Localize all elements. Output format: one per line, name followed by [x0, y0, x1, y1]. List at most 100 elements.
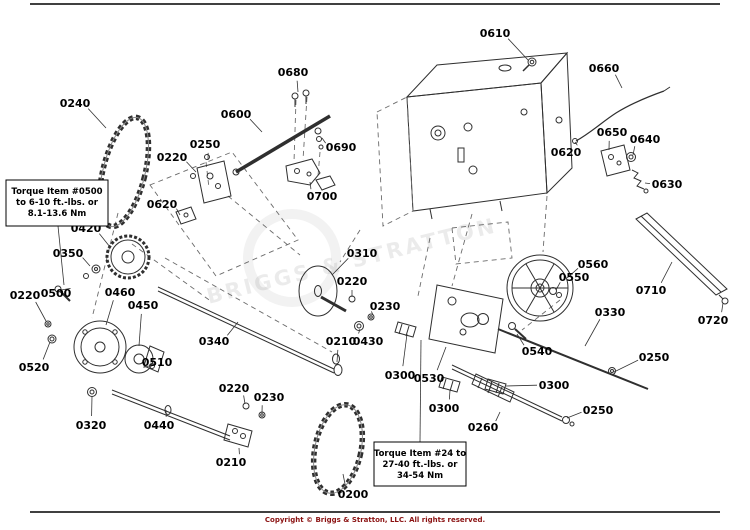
part-label: 0220 [219, 382, 250, 395]
leader-line [516, 333, 525, 346]
part-label: 0250 [190, 138, 221, 151]
part-label: 0230 [370, 300, 401, 313]
leader-line [227, 321, 239, 336]
part-label: 0330 [595, 306, 626, 319]
part-label: 0500 [41, 287, 72, 300]
hex-shaft [157, 286, 343, 376]
leader-line [249, 118, 263, 133]
part-label: 0220 [337, 275, 368, 288]
part-label: 0650 [597, 126, 628, 139]
leader-line [448, 389, 451, 400]
leader-line [309, 181, 312, 190]
torque-note-box [373, 441, 467, 487]
leader-line [82, 257, 91, 267]
leader-line [555, 282, 561, 291]
leader-line [336, 349, 339, 363]
leader-line [176, 208, 181, 216]
part-label: 0640 [630, 133, 661, 146]
part-label: 0550 [559, 271, 590, 284]
leader-line [321, 137, 326, 144]
drive-chain-lower [310, 401, 366, 497]
leader-line [574, 141, 578, 146]
part-label: 0520 [19, 361, 50, 374]
part-label: 0230 [254, 391, 285, 404]
leader-line [566, 267, 579, 279]
leader-line [584, 319, 601, 347]
leader-line [143, 364, 154, 368]
part-label: 0200 [338, 488, 369, 501]
part-label: 0530 [414, 372, 445, 385]
leader-line [87, 108, 107, 129]
part-label: 0430 [353, 335, 384, 348]
part-label: 0310 [347, 247, 378, 260]
leader-line [42, 341, 51, 360]
leader-line [566, 411, 582, 419]
part-label: 0220 [10, 289, 41, 302]
torque-note-box [5, 179, 109, 227]
part-label: 0620 [551, 146, 582, 159]
leader-line [660, 261, 673, 283]
part-label: 0710 [636, 284, 667, 297]
leader-line [507, 38, 529, 61]
leader-line [138, 313, 142, 347]
part-label: 0450 [128, 299, 159, 312]
part-label: 0320 [76, 419, 107, 432]
part-label: 0350 [53, 247, 84, 260]
part-label: 0690 [326, 141, 357, 154]
leader-line [243, 395, 246, 405]
gear-case-housing [405, 51, 573, 220]
part-label: 0720 [698, 314, 729, 327]
drive-chain-upper [96, 114, 152, 230]
part-label: 0240 [60, 97, 91, 110]
sprocket-assembly [44, 234, 151, 344]
part-label: 0340 [199, 335, 230, 348]
leader-line [57, 225, 65, 286]
leader-line [419, 339, 422, 443]
part-label: 0620 [147, 198, 178, 211]
leader-line [495, 411, 501, 422]
part-label: 0300 [539, 379, 570, 392]
part-label: 0300 [429, 402, 460, 415]
part-label: 0250 [583, 404, 614, 417]
shift-rod-assembly [232, 89, 336, 191]
leader-line [331, 258, 349, 276]
leader-line [342, 473, 346, 487]
cable-and-bracket [522, 57, 671, 194]
part-label: 0700 [307, 190, 338, 203]
part-label: 0510 [142, 356, 173, 369]
part-label: 0260 [468, 421, 499, 434]
part-label: 0540 [522, 345, 553, 358]
part-label: 0610 [480, 27, 511, 40]
leader-line [60, 287, 71, 291]
left-bracket-assembly [175, 154, 232, 225]
part-label: 0460 [105, 286, 136, 299]
leader-line [505, 384, 538, 387]
leader-line [358, 328, 361, 334]
leader-line [99, 233, 111, 248]
part-label: 0680 [278, 66, 309, 79]
part-label: 0300 [385, 369, 416, 382]
part-label: 0440 [144, 419, 175, 432]
leader-line [35, 301, 47, 322]
leader-line [371, 311, 374, 316]
projection-lines [91, 96, 561, 353]
part-label: 0250 [639, 351, 670, 364]
leader-line [721, 302, 724, 313]
part-label: 0660 [589, 62, 620, 75]
leader-line [644, 182, 651, 184]
axle-shaft-assembly [111, 389, 266, 448]
copyright-text: Copyright © Briggs & Stratton, LLC. All … [265, 516, 485, 524]
hub-assembly [73, 320, 127, 397]
part-label: 0220 [157, 151, 188, 164]
leader-line [615, 74, 623, 89]
leader-line [632, 146, 636, 156]
leader-line [296, 80, 299, 93]
spoked-wheel-assembly [506, 254, 574, 340]
lower-drive-shaft [451, 328, 649, 427]
leader-line [105, 300, 114, 326]
part-label: 0630 [652, 178, 683, 191]
diagram-artwork [44, 51, 729, 497]
